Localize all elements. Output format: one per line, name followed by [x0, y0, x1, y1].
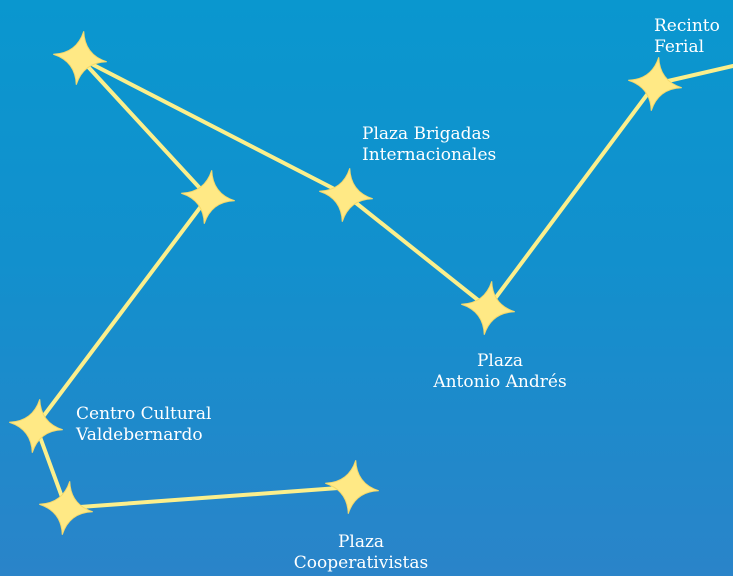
star-icon-north	[53, 31, 107, 85]
star-icon-plaza-cooperativistas	[325, 460, 379, 514]
label-centro-cultural-line2: Valdebernardo	[76, 425, 203, 445]
star-icon-recinto-ferial	[628, 57, 682, 111]
route-segment-northwest	[78, 56, 733, 310]
label-plaza-cooperativistas: Plaza Cooperativistas	[294, 532, 428, 574]
label-recinto-ferial: Recinto Ferial	[654, 16, 720, 58]
label-plaza-cooperativistas-line2: Cooperativistas	[293, 553, 429, 573]
label-centro-cultural-line1: Centro Cultural	[76, 404, 212, 424]
label-centro-cultural: Centro Cultural Valdebernardo	[76, 404, 212, 446]
label-recinto-ferial-line2: Ferial	[654, 37, 705, 57]
label-plaza-antonio-andres: Plaza Antonio Andrés	[433, 351, 566, 393]
label-plaza-brigadas-line2: Internacionales	[362, 145, 497, 165]
label-recinto-ferial-line1: Recinto	[654, 16, 720, 36]
label-plaza-antonio-andres-line2: Antonio Andrés	[433, 372, 567, 392]
star-icon-connector	[181, 170, 235, 224]
label-plaza-brigadas-line1: Plaza Brigadas	[362, 124, 491, 144]
star-icon-plaza-brigadas	[319, 168, 373, 222]
route-segment-southwest	[34, 195, 354, 510]
label-plaza-brigadas: Plaza Brigadas Internacionales	[362, 124, 496, 166]
star-icon-centro-cultural	[9, 399, 63, 453]
label-plaza-antonio-andres-line1: Plaza	[476, 351, 524, 371]
star-icon-south	[39, 481, 93, 535]
star-icon-plaza-antonio-andres	[461, 281, 515, 335]
route-segment-connector	[78, 56, 210, 199]
label-plaza-cooperativistas-line1: Plaza	[337, 532, 385, 552]
